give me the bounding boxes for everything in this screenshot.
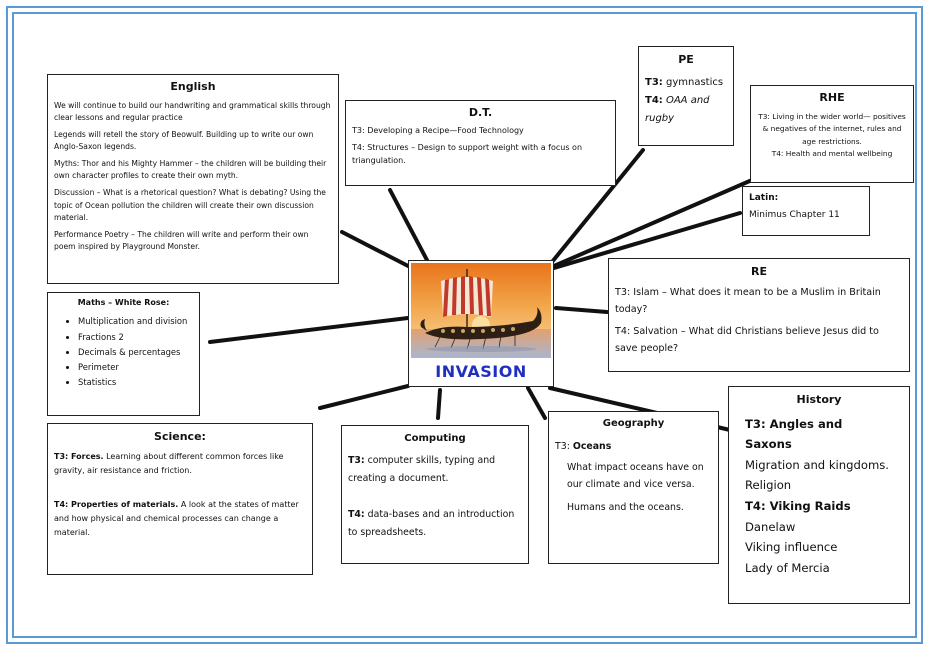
pe-t4-label: T4: [645,94,663,106]
history-title: History [796,393,842,406]
english-box: English We will continue to build our ha… [47,74,339,284]
maths-list: Multiplication and division Fractions 2 … [54,314,193,390]
viking-ship-illustration [411,263,551,358]
history-item: Migration and kingdoms. [745,457,889,472]
connector-english [340,230,414,270]
computing-title: Computing [404,433,466,444]
computing-box: Computing T3: computer skills, typing an… [341,425,529,564]
dt-t4: T4: Structures – Design to support weigh… [352,143,583,165]
maths-title: Maths – White Rose: [77,298,170,307]
geography-title: Geography [602,418,665,429]
history-t3: T3: Angles and Saxons [745,416,843,452]
rhe-title: RHE [819,91,845,104]
dt-title: D.T. [468,106,493,119]
science-t4-text: A look at the states of matter and how p… [54,500,299,538]
computing-t4-label: T4: [348,508,365,520]
centre-image-box: INVASION [408,260,554,387]
connector-rhe [552,178,754,268]
science-title: Science: [154,430,206,443]
maths-item: Perimeter [78,360,193,375]
english-paragraph-3: Myths: Thor and his Mighty Hammer – the … [54,159,327,181]
computing-t3-text: computer skills, typing and creating a d… [348,455,496,484]
history-item: Religion [745,478,792,493]
connector-dt [388,188,430,264]
rhe-t3: T3: Living in the wider world— positives… [758,112,906,146]
science-t3-label: T3: Forces. [54,452,104,462]
re-t3: T3: Islam – What does it mean to be a Mu… [615,287,881,316]
re-title: RE [751,265,767,278]
connector-pe [550,148,645,264]
connector-latin [552,211,742,270]
topic-title: INVASION [435,362,527,381]
history-box: History T3: Angles and Saxons Migration … [728,386,910,604]
maths-item: Decimals & percentages [78,345,193,360]
geography-t3-bold: Oceans [572,440,612,452]
history-item: Danelaw [745,519,796,534]
connector-science [318,384,410,410]
science-t3-text: Learning about different common forces l… [54,452,284,476]
viking-ship-icon [411,263,551,358]
pe-box: PE T3: gymnastics T4: OAA and rugby [638,46,734,146]
computing-t4-text: data-bases and an introduction to spread… [348,508,515,538]
history-item: Lady of Mercia [745,560,830,575]
maths-box: Maths – White Rose: Multiplication and d… [47,292,200,416]
connector-re [554,306,609,314]
maths-item: Multiplication and division [78,314,193,329]
dt-t3: T3: Developing a Recipe—Food Technology [352,126,524,136]
english-paragraph-2: Legends will retell the story of Beowulf… [54,129,314,152]
connector-maths [208,316,410,344]
science-box: Science: T3: Forces. Learning about diff… [47,423,313,575]
pe-t3-label: T3: [645,76,663,88]
english-paragraph-5: Performance Poetry – The children will w… [54,229,309,251]
geography-t3-label: T3: [555,440,573,452]
latin-box: Latin: Minimus Chapter 11 [742,186,870,236]
english-title: English [170,80,216,93]
computing-t3-label: T3: [348,455,365,466]
history-t4: T4: Viking Raids [745,499,851,514]
re-t4: T4: Salvation – What did Christians beli… [615,325,879,354]
pe-t3-text: gymnastics [665,76,724,88]
history-item: Viking influence [745,540,838,555]
science-t4-label: T4: Properties of materials. [54,500,179,510]
connector-computing [436,388,442,420]
pe-t4-text: OAA and rugby [645,94,710,124]
geography-box: Geography T3: Oceans What impact oceans … [548,411,719,564]
latin-text: Minimus Chapter 11 [749,210,840,221]
english-paragraph-4: Discussion – What is a rhetorical questi… [54,188,326,222]
rhe-t4: T4: Health and mental wellbeing [771,148,893,158]
inner-frame [12,12,917,638]
maths-item: Statistics [78,375,193,390]
dt-box: D.T. T3: Developing a Recipe—Food Techno… [345,100,616,186]
latin-title: Latin: [749,193,779,203]
connector-geography [526,386,547,420]
outer-frame [6,6,923,644]
maths-item: Fractions 2 [78,330,193,345]
re-box: RE T3: Islam – What does it mean to be a… [608,258,910,372]
rhe-box: RHE T3: Living in the wider world— posit… [750,85,914,183]
geography-line-1: What impact oceans have on our climate a… [567,461,704,491]
english-paragraph-1: We will continue to build our handwritin… [54,100,331,122]
geography-line-2: Humans and the oceans. [567,501,684,513]
pe-title: PE [678,53,694,66]
